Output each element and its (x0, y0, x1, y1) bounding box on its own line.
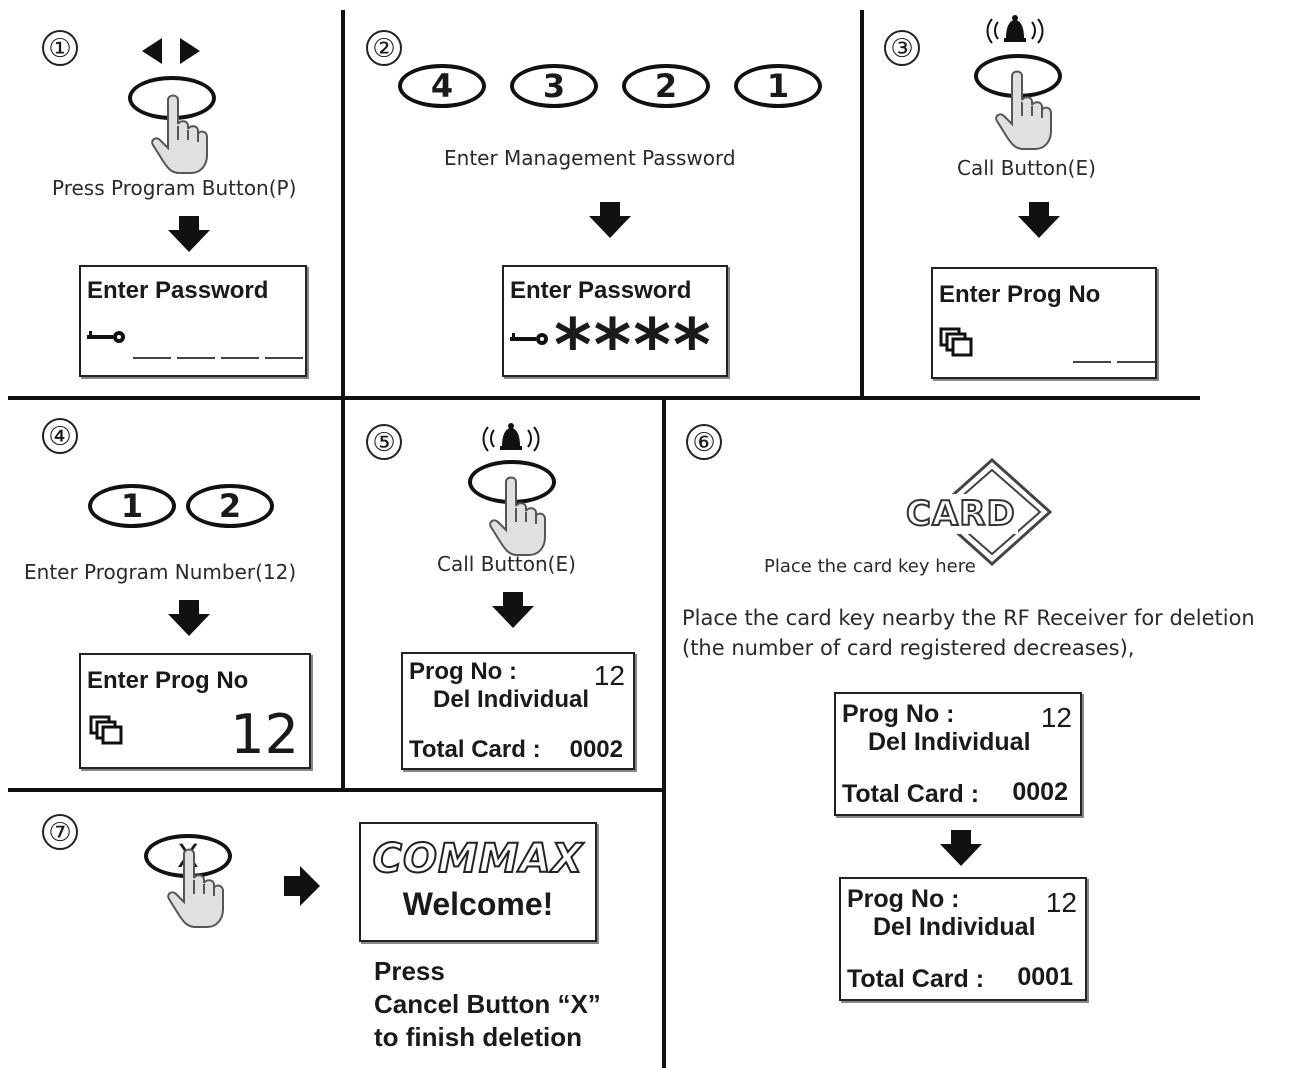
pointing-hand-icon (995, 70, 1052, 150)
note-line2: Cancel Button “X” (374, 989, 601, 1019)
key-1: 1 (734, 64, 822, 108)
step5-lcd-screen: Prog No : 12 Del Individual Total Card :… (401, 652, 635, 770)
step2-lcd-screen: Enter Password **** (502, 265, 728, 385)
card-label: CARD (904, 493, 1018, 535)
step-number-4: ④ (42, 418, 78, 454)
key-icon (87, 331, 125, 343)
total-card-label: Total Card : (409, 736, 541, 763)
prog-number-value: 12 (230, 703, 299, 766)
lcd-title: Enter Prog No (87, 667, 249, 694)
step-number-7: ⑦ (42, 814, 78, 850)
down-arrow-icon (940, 830, 982, 866)
step6-lcd-before: Prog No : 12 Del Individual Total Card :… (834, 692, 1082, 816)
total-card-label: Total Card : (842, 780, 980, 808)
key-3: 3 (510, 64, 598, 108)
total-card-label: Total Card : (847, 965, 985, 993)
prog-label: Prog No : (847, 885, 960, 913)
note-line1: Press (374, 956, 445, 986)
prog-number-blanks (1073, 361, 1155, 363)
prog-value: 12 (1040, 702, 1072, 733)
divider-h1 (8, 396, 1200, 400)
step-number-5: ⑤ (366, 424, 402, 460)
note-line3: to finish deletion (374, 1022, 582, 1052)
divider-v1 (341, 10, 345, 790)
step1-lcd-screen: Enter Password (79, 265, 307, 377)
welcome-text: Welcome! (402, 886, 554, 922)
key-1: 1 (88, 484, 176, 528)
step4-lcd-screen: Enter Prog No 12 (79, 653, 311, 769)
down-arrow-icon (168, 600, 210, 636)
instruction-line2: (the number of card registered decreases… (682, 636, 1135, 660)
right-arrow-icon (284, 866, 320, 906)
bell-ringing-icon (986, 15, 1044, 44)
cards-icon (89, 715, 123, 745)
step2-caption: Enter Management Password (444, 146, 736, 170)
pointing-hand-icon (167, 848, 224, 928)
mode-label: Del Individual (868, 728, 1031, 756)
down-arrow-icon (589, 202, 631, 238)
step3-caption: Call Button(E) (957, 156, 1096, 180)
divider-v3 (662, 398, 666, 1068)
down-arrow-icon (1018, 202, 1060, 238)
lcd-title: Enter Prog No (939, 281, 1101, 308)
step-number-2: ② (366, 30, 402, 66)
step-number-6: ⑥ (686, 424, 722, 460)
step1-caption: Press Program Button(P) (52, 176, 297, 200)
key-4: 4 (398, 64, 486, 108)
welcome-lcd-screen: COMMAX Welcome! (359, 822, 597, 942)
cards-icon (939, 327, 973, 357)
step4-caption: Enter Program Number(12) (24, 560, 297, 584)
bell-ringing-icon (482, 423, 540, 452)
divider-h2 (8, 788, 664, 792)
lcd-title: Enter Password (87, 277, 269, 304)
step5-caption: Call Button(E) (437, 552, 576, 576)
prog-label: Prog No : (842, 700, 955, 728)
commax-logo: COMMAX (372, 835, 584, 883)
mode-label: Del Individual (873, 913, 1036, 941)
prog-value: 12 (593, 660, 625, 691)
masked-password: **** (554, 303, 713, 387)
step-number-1: ① (42, 30, 78, 66)
total-card-value: 0002 (569, 736, 623, 763)
lcd-title: Enter Password (510, 277, 692, 304)
total-card-value: 0002 (1012, 778, 1068, 806)
password-blanks (133, 357, 303, 359)
key-2: 2 (186, 484, 274, 528)
key-icon (510, 333, 548, 345)
divider-v2 (860, 10, 864, 398)
prog-value: 12 (1045, 887, 1077, 918)
total-card-value: 0001 (1017, 963, 1073, 991)
down-arrow-icon (168, 216, 210, 252)
step3-lcd-screen: Enter Prog No (931, 267, 1157, 379)
card-hint: Place the card key here (764, 556, 976, 577)
down-arrow-icon (492, 592, 534, 628)
pointing-hand-icon (489, 476, 546, 556)
key-2: 2 (622, 64, 710, 108)
mode-label: Del Individual (433, 686, 590, 713)
step-number-3: ③ (884, 30, 920, 66)
instruction-line1: Place the card key nearby the RF Receive… (682, 606, 1255, 630)
step6-lcd-after: Prog No : 12 Del Individual Total Card :… (839, 877, 1087, 1001)
pointing-hand-icon (151, 94, 208, 174)
left-right-arrows-icon (142, 38, 200, 64)
prog-label: Prog No : (409, 658, 517, 685)
